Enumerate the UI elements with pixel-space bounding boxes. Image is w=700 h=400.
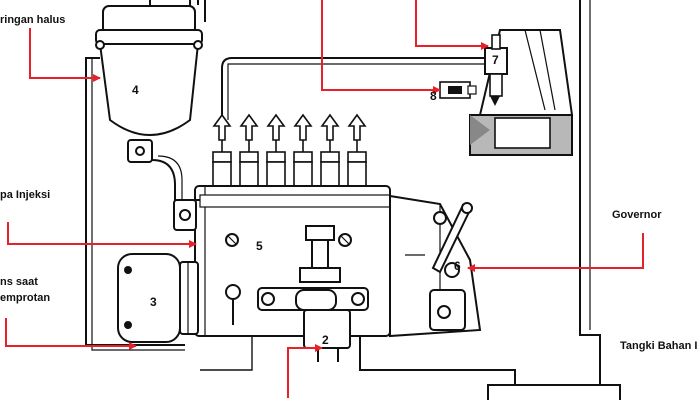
number-governor: 6 <box>454 259 461 273</box>
arrow-pump <box>7 222 197 248</box>
number-filter: 4 <box>132 83 139 97</box>
fuel-filter <box>95 0 203 163</box>
number-timer: 3 <box>150 295 157 309</box>
governor <box>389 194 482 338</box>
outlet-arrows <box>212 113 367 141</box>
label-governor: Governor <box>612 209 662 221</box>
injection-pump <box>173 185 391 337</box>
arrow-timer <box>5 318 137 350</box>
pointer-arrows <box>5 0 644 398</box>
arrow-governor <box>467 233 644 272</box>
arrow-nozzle <box>321 0 441 94</box>
feed-pump <box>257 287 369 362</box>
cylinder-head <box>439 29 574 156</box>
delivery-valves <box>212 130 367 187</box>
number-nozzle: 8 <box>430 89 437 103</box>
arrow-feed-pump <box>287 344 323 398</box>
arrow-injector <box>415 0 489 50</box>
label-timer-line1: ns saat <box>0 276 38 288</box>
number-pump: 5 <box>256 239 263 253</box>
label-pump: pa Injeksi <box>0 189 51 201</box>
number-injector: 7 <box>492 53 499 67</box>
fuel-tank <box>487 384 621 400</box>
arrow-filter <box>29 28 101 82</box>
number-feed-pump: 2 <box>322 333 329 347</box>
injection-timer <box>117 253 199 343</box>
label-filter: ringan halus <box>0 14 66 26</box>
label-tank: Tangki Bahan I <box>620 340 698 352</box>
label-timer-line2: emprotan <box>0 292 51 304</box>
